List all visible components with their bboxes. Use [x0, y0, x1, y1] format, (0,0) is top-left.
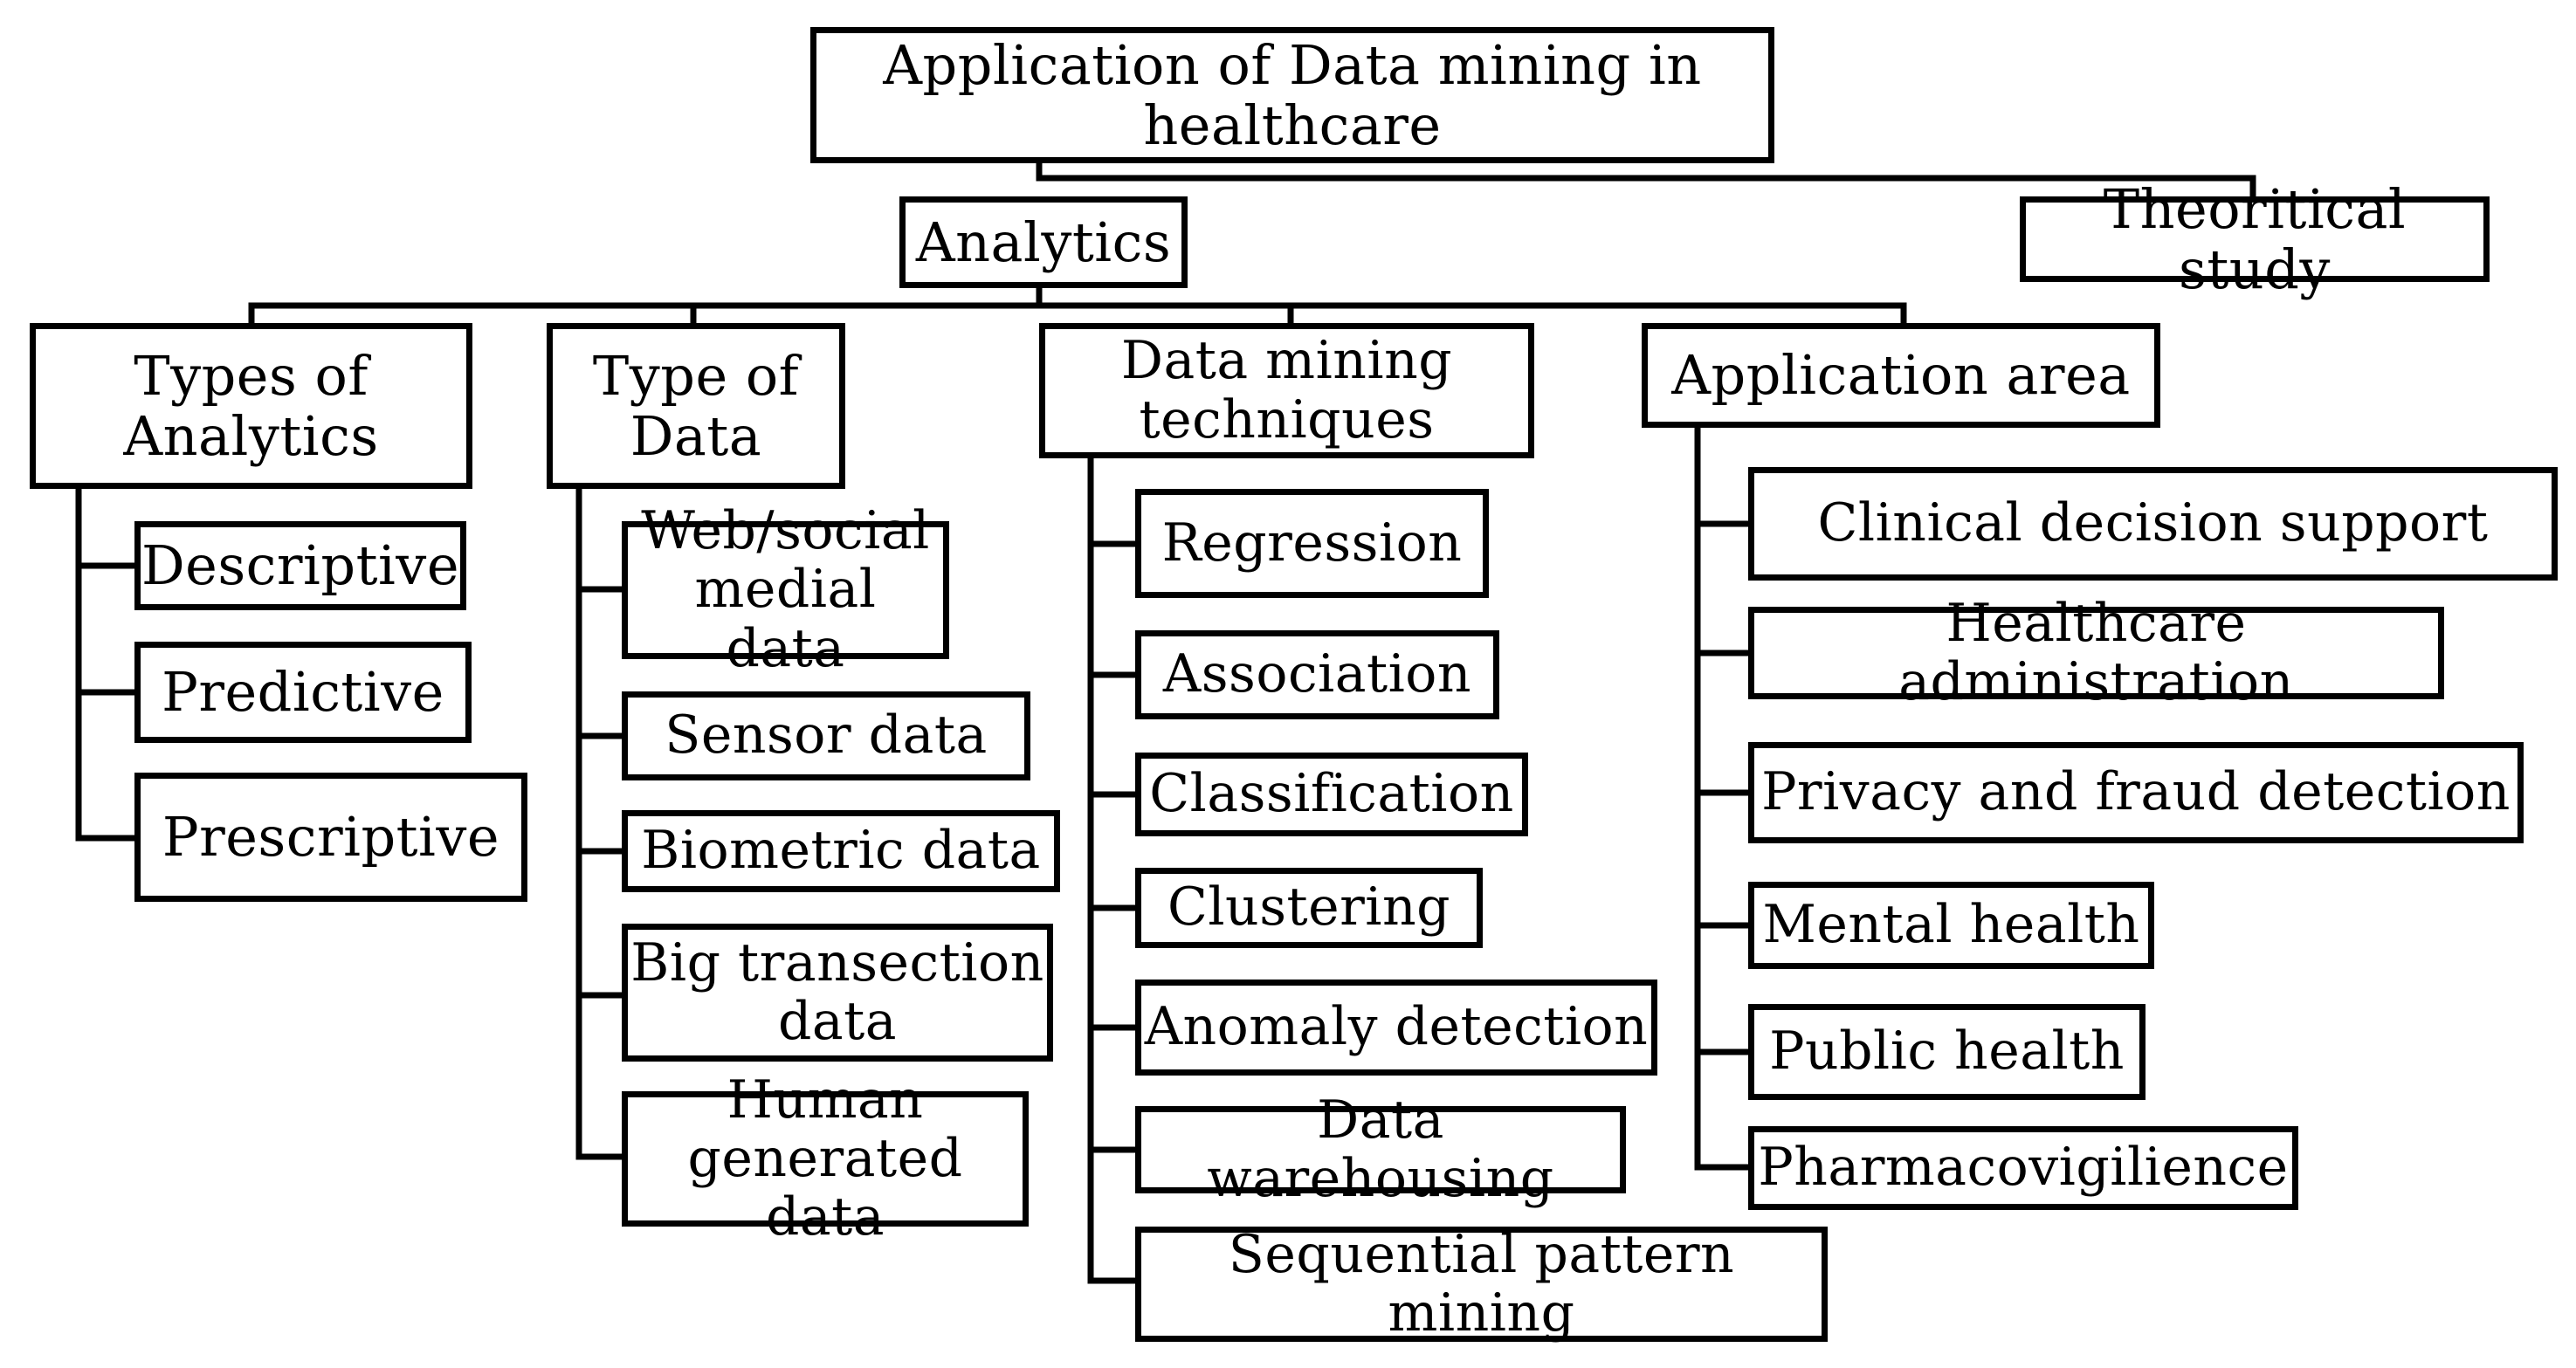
- technique-classification: Classification: [1135, 753, 1528, 836]
- analytics-item-descriptive: Descriptive: [134, 521, 466, 610]
- data-item-big-transaction: Big transection data: [622, 924, 1053, 1062]
- data-item-sensor: Sensor data: [622, 691, 1030, 780]
- root-node: Application of Data mining in healthcare: [810, 27, 1774, 163]
- application-area-node: Application area: [1642, 323, 2160, 428]
- analytics-node: Analytics: [899, 196, 1188, 288]
- analytics-item-predictive: Predictive: [134, 642, 472, 743]
- types-of-analytics-node: Types of Analytics: [30, 323, 472, 489]
- technique-anomaly-detection: Anomaly detection: [1135, 980, 1657, 1076]
- technique-clustering: Clustering: [1135, 868, 1483, 948]
- application-public-health: Public health: [1748, 1004, 2146, 1100]
- application-pharmacovigilience: Pharmacovigilience: [1748, 1126, 2298, 1210]
- application-healthcare-administration: Healthcare administration: [1748, 594, 2444, 711]
- data-item-biometric: Biometric data: [622, 810, 1060, 892]
- data-item-human-generated: Human generated data: [622, 1070, 1029, 1247]
- application-privacy-fraud-detection: Privacy and fraud detection: [1748, 742, 2524, 843]
- data-mining-techniques-node: Data mining techniques: [1039, 323, 1534, 458]
- technique-association: Association: [1135, 630, 1499, 719]
- type-of-data-node: Type of Data: [547, 323, 845, 489]
- application-mental-health: Mental health: [1748, 882, 2154, 969]
- technique-data-warehousing: Data warehousing: [1135, 1090, 1626, 1208]
- application-clinical-decision-support: Clinical decision support: [1748, 467, 2558, 581]
- theoretical-study-node: Theoritical study: [2020, 178, 2490, 299]
- data-item-web-social: Web/social medial data: [622, 502, 949, 677]
- technique-regression: Regression: [1135, 489, 1489, 598]
- analytics-item-prescriptive: Prescriptive: [134, 773, 527, 902]
- technique-sequential-pattern-mining: Sequential pattern mining: [1135, 1225, 1828, 1343]
